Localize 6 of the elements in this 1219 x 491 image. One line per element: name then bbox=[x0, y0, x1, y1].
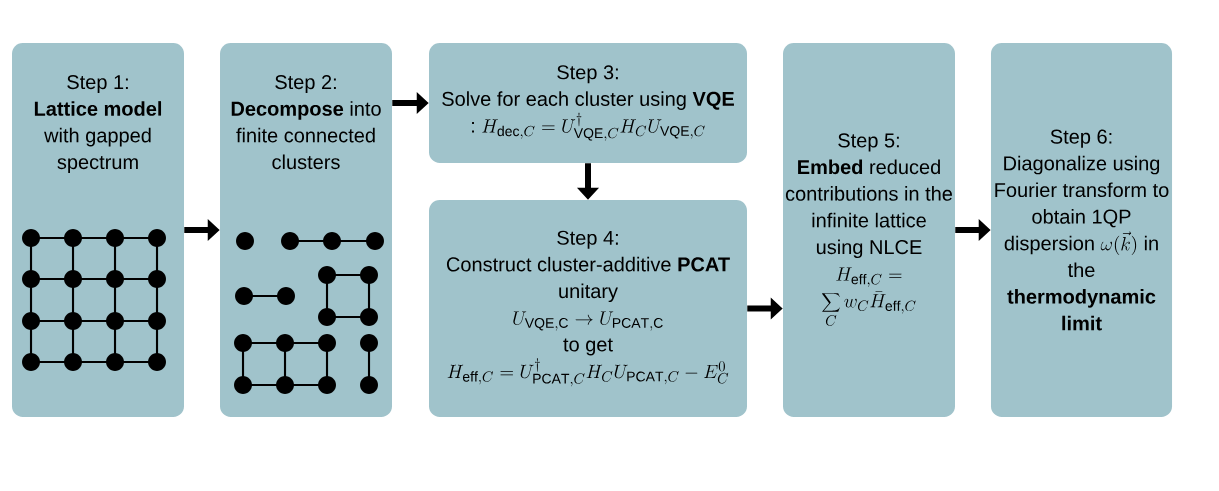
step-box: Step 1: Lattice model with gapped spectrum bbox=[12, 43, 184, 417]
step-box: Step 2: Decompose into finite connected clusters bbox=[220, 43, 392, 417]
step-box: Step 3: Solve for each cluster using VQE : $H_{\mathrm{dec},C} = U^{\dagger}_{\mathrm{VQE},C} H_C U_{\mathrm{VQE},C}$ bbox=[429, 43, 747, 163]
step-box: Step 4: Construct cluster-additive PCAT unitary $U_{\mathrm{VQE,C}} \rightarrow U_{\mathrm{PCAT,C}}$ to get $H_{\mathrm{eff},C} = U^{\dagger}_{\mathrm{PCAT},C} H_C U_{\mathrm{PCAT},C} - E^0_C$ bbox=[429, 199, 747, 417]
step-box: Step 5: Embed reduced contributions in the infinite lattice using NLCE $H_{\mathrm{eff},C} = \sum_C w_C \bar{H}_{\mathrm{eff},C}$ bbox=[783, 43, 955, 417]
step-box: Step 6: Diagonalize using Fourier transform to obtain 1QP dispersion $\omega(\vec{k})$ in the thermodynamic limit bbox=[990, 43, 1173, 417]
